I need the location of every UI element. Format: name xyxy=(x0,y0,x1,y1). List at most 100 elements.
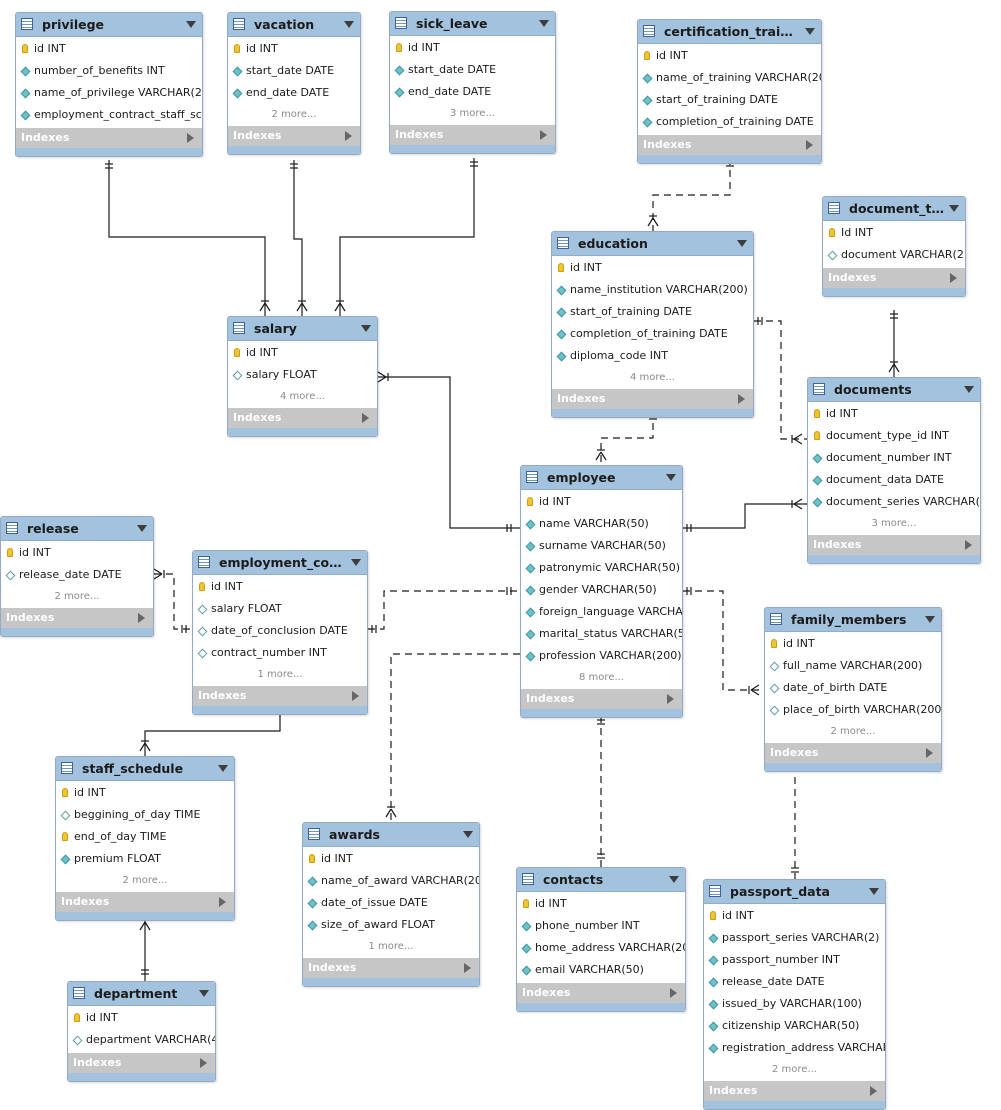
column-row[interactable]: department VARCHAR(45) xyxy=(68,1029,215,1051)
triangle-right-icon[interactable] xyxy=(219,897,226,907)
column-row[interactable]: document_data DATE xyxy=(808,469,980,491)
column-row[interactable]: document_series VARCHAR(5) xyxy=(808,491,980,513)
column-row[interactable]: completion_of_training DATE xyxy=(552,323,753,345)
column-row[interactable]: size_of_award FLOAT xyxy=(303,914,479,936)
column-row[interactable]: document VARCHAR(2... xyxy=(823,244,965,266)
column-row[interactable]: premium FLOAT xyxy=(56,848,234,870)
column-row[interactable]: profession VARCHAR(200) xyxy=(521,645,682,667)
triangle-right-icon[interactable] xyxy=(352,691,359,701)
more-columns-label[interactable]: 1 more... xyxy=(257,669,303,680)
column-row[interactable]: name_of_privilege VARCHAR(200) xyxy=(16,82,202,104)
column-row[interactable]: patronymic VARCHAR(50) xyxy=(521,557,682,579)
column-row[interactable]: start_of_training DATE xyxy=(552,301,753,323)
indexes-section[interactable]: Indexes xyxy=(68,1053,215,1073)
column-row[interactable]: end_date DATE xyxy=(228,82,360,104)
more-columns-label[interactable]: 8 more... xyxy=(579,672,624,683)
column-row[interactable]: employment_contract_staff_sch... xyxy=(16,104,202,126)
indexes-section[interactable]: Indexes xyxy=(1,608,153,628)
triangle-down-icon[interactable] xyxy=(669,876,679,883)
column-row[interactable]: marital_status VARCHAR(50) xyxy=(521,623,682,645)
triangle-down-icon[interactable] xyxy=(463,831,473,838)
column-row[interactable]: date_of_issue DATE xyxy=(303,892,479,914)
column-row[interactable]: start_date DATE xyxy=(390,59,555,81)
triangle-down-icon[interactable] xyxy=(869,888,879,895)
column-row[interactable]: contract_number INT xyxy=(193,642,367,664)
table-header[interactable]: sick_leave xyxy=(390,12,555,36)
column-row[interactable]: phone_number INT xyxy=(517,915,685,937)
indexes-section[interactable]: Indexes xyxy=(390,125,555,145)
column-row[interactable]: id INT xyxy=(303,848,479,870)
table-header[interactable]: document_type xyxy=(823,197,965,221)
relationship-employee-family_members[interactable] xyxy=(683,590,764,691)
column-row[interactable]: id INT xyxy=(765,633,941,655)
column-row[interactable]: id INT xyxy=(228,342,377,364)
more-columns-label[interactable]: 2 more... xyxy=(830,726,876,737)
triangle-right-icon[interactable] xyxy=(138,613,145,623)
triangle-right-icon[interactable] xyxy=(926,748,933,758)
triangle-right-icon[interactable] xyxy=(950,273,957,283)
column-row[interactable]: end_of_day TIME xyxy=(56,826,234,848)
table-header[interactable]: certification_training xyxy=(638,20,821,44)
table-header[interactable]: passport_data xyxy=(704,880,885,904)
table-header[interactable]: vacation xyxy=(228,13,360,37)
column-row[interactable]: release_date DATE xyxy=(704,971,885,993)
triangle-right-icon[interactable] xyxy=(738,394,745,404)
column-row[interactable]: id INT xyxy=(56,782,234,804)
more-columns-label[interactable]: 2 more... xyxy=(772,1064,817,1075)
relationship-employee-awards[interactable] xyxy=(390,653,520,822)
table-header[interactable]: department xyxy=(68,982,215,1006)
relationship-employment_contract-employee[interactable] xyxy=(368,590,520,630)
indexes-section[interactable]: Indexes xyxy=(193,686,367,706)
column-row[interactable]: completion_of_training DATE xyxy=(638,111,821,133)
indexes-section[interactable]: Indexes xyxy=(517,983,685,1003)
column-row[interactable]: id INT xyxy=(808,403,980,425)
triangle-down-icon[interactable] xyxy=(137,525,147,532)
relationship-vacation-salary[interactable] xyxy=(293,160,303,316)
indexes-section[interactable]: Indexes xyxy=(823,268,965,288)
triangle-down-icon[interactable] xyxy=(964,386,974,393)
column-row[interactable]: email VARCHAR(50) xyxy=(517,959,685,981)
column-row[interactable]: end_date DATE xyxy=(390,81,555,103)
relationship-education-employee[interactable] xyxy=(600,411,654,465)
column-row[interactable]: id INT xyxy=(552,257,753,279)
column-row[interactable]: document_number INT xyxy=(808,447,980,469)
column-row[interactable]: name_of_training VARCHAR(200) xyxy=(638,67,821,89)
column-row[interactable]: date_of_conclusion DATE xyxy=(193,620,367,642)
relationship-sick_leave-salary[interactable] xyxy=(339,158,475,316)
table-header[interactable]: salary xyxy=(228,317,377,341)
more-columns-label[interactable]: 2 more... xyxy=(122,875,168,886)
triangle-down-icon[interactable] xyxy=(218,765,228,772)
column-row[interactable]: beggining_of_day TIME xyxy=(56,804,234,826)
column-row[interactable]: id INT xyxy=(517,893,685,915)
triangle-right-icon[interactable] xyxy=(870,1086,877,1096)
more-columns-label[interactable]: 2 more... xyxy=(54,591,100,602)
triangle-down-icon[interactable] xyxy=(805,28,815,35)
triangle-right-icon[interactable] xyxy=(540,130,547,140)
indexes-section[interactable]: Indexes xyxy=(521,689,682,709)
column-row[interactable]: name VARCHAR(50) xyxy=(521,513,682,535)
table-header[interactable]: employment_contr... xyxy=(193,551,367,575)
relationship-education-documents[interactable] xyxy=(754,320,807,440)
column-row[interactable]: salary FLOAT xyxy=(228,364,377,386)
triangle-down-icon[interactable] xyxy=(344,21,354,28)
column-row[interactable]: id INT xyxy=(68,1007,215,1029)
column-row[interactable]: surname VARCHAR(50) xyxy=(521,535,682,557)
triangle-right-icon[interactable] xyxy=(362,413,369,423)
table-header[interactable]: family_members xyxy=(765,608,941,632)
triangle-right-icon[interactable] xyxy=(667,694,674,704)
triangle-down-icon[interactable] xyxy=(949,205,959,212)
table-header[interactable]: employee xyxy=(521,466,682,490)
relationship-salary-employee[interactable] xyxy=(378,376,520,529)
column-row[interactable]: date_of_birth DATE xyxy=(765,677,941,699)
triangle-down-icon[interactable] xyxy=(666,474,676,481)
column-row[interactable]: id INT xyxy=(228,38,360,60)
relationship-certification-education[interactable] xyxy=(652,158,731,231)
